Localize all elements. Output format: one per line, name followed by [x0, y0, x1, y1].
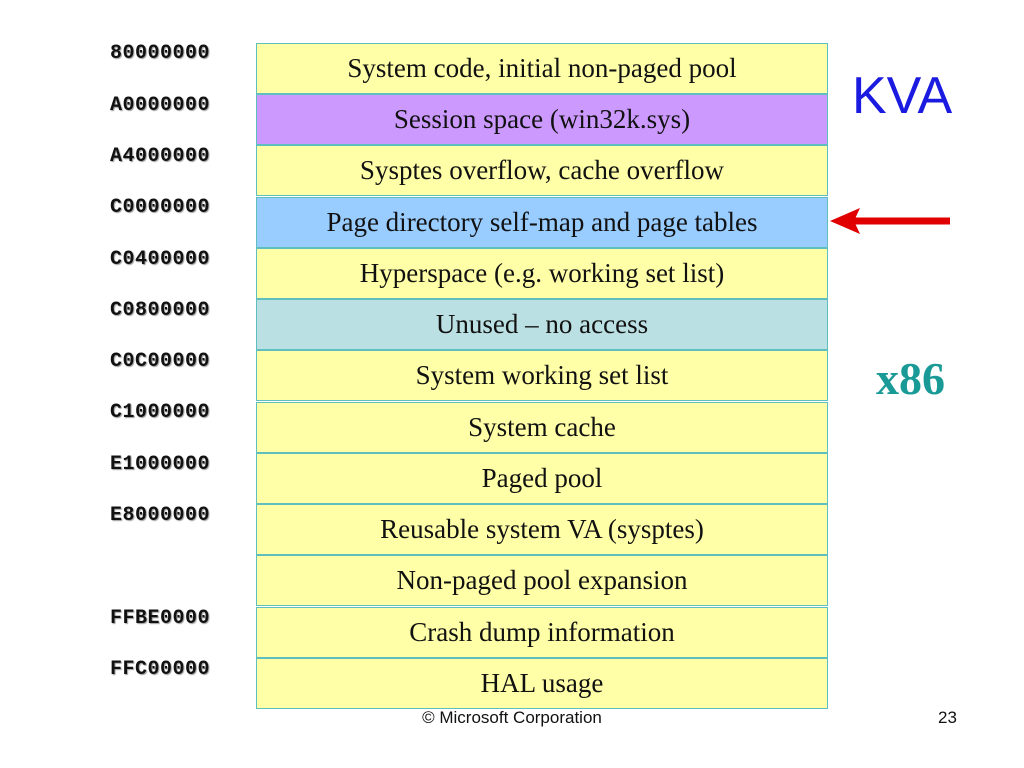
address-label: FFBE0000 [110, 607, 211, 630]
address-label: C0C00000 [110, 350, 211, 373]
memory-region: Hyperspace (e.g. working set list) [256, 248, 828, 299]
address-label: E1000000 [110, 453, 211, 476]
architecture-label: x86 [876, 353, 945, 404]
slide-title: KVA [852, 67, 953, 125]
copyright-footer: © Microsoft Corporation [422, 708, 602, 727]
memory-region: Sysptes overflow, cache overflow [256, 145, 828, 196]
memory-region: Session space (win32k.sys) [256, 94, 828, 145]
memory-region: Crash dump information [256, 607, 828, 658]
address-label: C0800000 [110, 299, 211, 322]
address-label: E8000000 [110, 504, 211, 527]
memory-region: Non-paged pool expansion [256, 555, 828, 606]
address-label: C1000000 [110, 401, 211, 424]
address-label: A0000000 [110, 94, 211, 117]
address-label: C0400000 [110, 248, 211, 271]
page-number: 23 [938, 708, 957, 727]
memory-region: Unused – no access [256, 299, 828, 350]
address-label: C0000000 [110, 196, 211, 219]
memory-region: Paged pool [256, 453, 828, 504]
address-label: 80000000 [110, 42, 211, 65]
address-label: FFC00000 [110, 658, 211, 681]
red-arrow-icon [830, 208, 950, 234]
memory-region: Reusable system VA (sysptes) [256, 504, 828, 555]
memory-region: Page directory self-map and page tables [256, 197, 828, 248]
memory-region: System cache [256, 402, 828, 453]
memory-region: System working set list [256, 350, 828, 401]
memory-region: System code, initial non-paged pool [256, 43, 828, 94]
address-label: A4000000 [110, 145, 211, 168]
memory-region: HAL usage [256, 658, 828, 709]
